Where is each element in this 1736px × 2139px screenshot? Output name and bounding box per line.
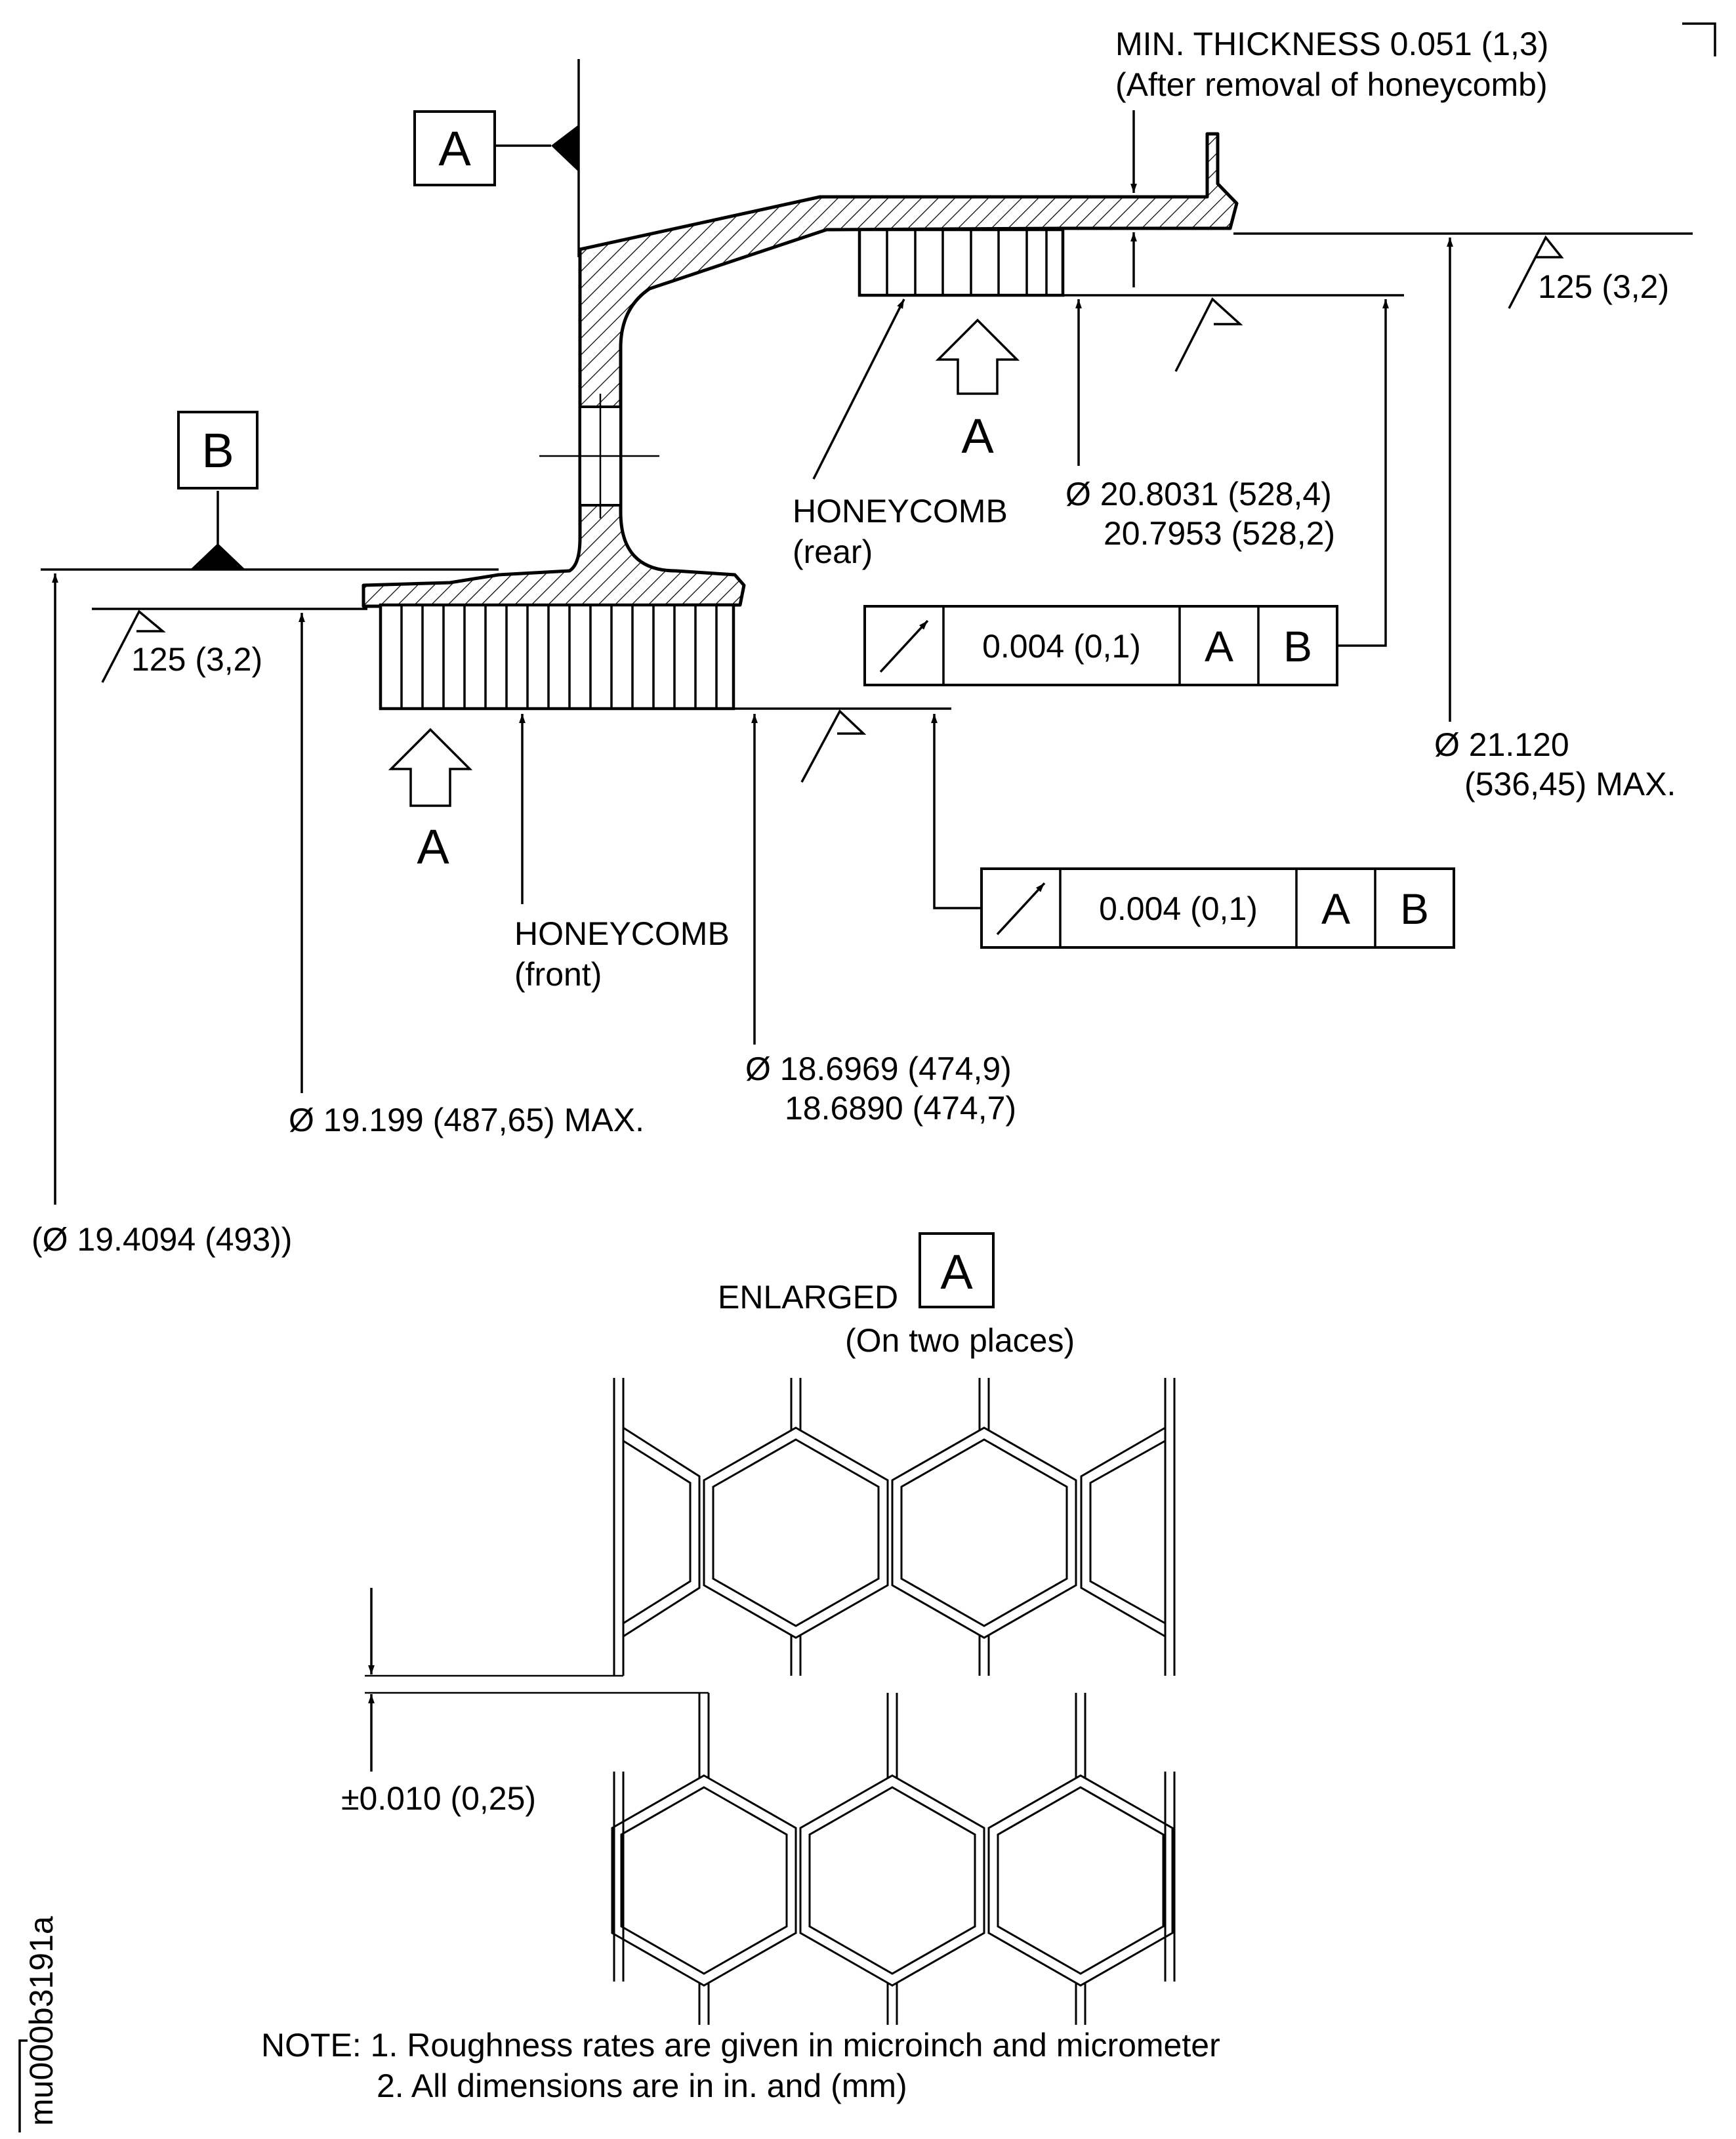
min-thickness-text-1: MIN. THICKNESS 0.051 (1,3) bbox=[1115, 26, 1548, 62]
corner-mark bbox=[1682, 22, 1716, 56]
datum-b-label: B bbox=[201, 423, 234, 478]
notes-block: NOTE: 1. Roughness rates are given in mi… bbox=[261, 2027, 1220, 2104]
offset-tolerance-dimension: ±0.010 (0,25) bbox=[341, 1588, 709, 1817]
dimension-rear-diameter: Ø 20.8031 (528,4) 20.7953 (528,2) bbox=[1065, 299, 1335, 552]
runout-rear-datum2: B bbox=[1283, 622, 1312, 671]
dimension-flange-diameter: Ø 19.199 (487,65) MAX. bbox=[289, 613, 644, 1138]
roughness-top-right-text: 125 (3,2) bbox=[1538, 268, 1669, 305]
roughness-symbol-top-right: 125 (3,2) bbox=[1508, 235, 1669, 309]
datum-b-box bbox=[177, 411, 258, 489]
figure-id: mu000b3191a bbox=[18, 1916, 60, 2132]
enlarged-box bbox=[919, 1232, 995, 1308]
honeycomb-front-text-2: (front) bbox=[514, 956, 602, 993]
view-arrow-a-rear: A bbox=[935, 318, 1020, 463]
honeycomb-rear-block bbox=[858, 228, 1065, 297]
runout-arrow-icon bbox=[996, 882, 1046, 936]
roughness-symbol-left: 125 (3,2) bbox=[101, 610, 262, 683]
dia-ref-text: (Ø 19.4094 (493)) bbox=[31, 1221, 292, 1258]
runout-frame-front: 0.004 (0,1) A B bbox=[931, 714, 1455, 949]
datum-a-label: A bbox=[438, 121, 471, 176]
min-thickness-text-2: (After removal of honeycomb) bbox=[1115, 66, 1548, 103]
datum-a-feature: A bbox=[413, 59, 580, 257]
honeycomb-rear-text-2: (rear) bbox=[793, 533, 873, 570]
dia-rear-text-1: Ø 20.8031 (528,4) bbox=[1065, 476, 1332, 512]
enlarged-view-title: ENLARGED A (On two places) bbox=[718, 1232, 1075, 1359]
roughness-left-text: 125 (3,2) bbox=[131, 641, 262, 678]
runout-frame-rear: 0.004 (0,1) A B bbox=[863, 299, 1389, 686]
dimension-reference-diameter: (Ø 19.4094 (493)) bbox=[31, 573, 292, 1258]
runout-rear-datum1: A bbox=[1205, 622, 1233, 671]
view-arrow-a-front-label: A bbox=[417, 820, 449, 874]
runout-front-datum1: A bbox=[1321, 884, 1350, 933]
dia-outer-text-1: Ø 21.120 bbox=[1434, 726, 1569, 763]
honeycomb-front-block bbox=[379, 603, 735, 711]
dia-front-text-2: 18.6890 (474,7) bbox=[785, 1090, 1016, 1127]
runout-arrow-icon bbox=[879, 619, 929, 673]
honeycomb-front-text-1: HONEYCOMB bbox=[514, 915, 730, 952]
view-arrow-a-rear-label: A bbox=[961, 409, 994, 463]
view-arrow-a-front: A bbox=[388, 728, 473, 874]
dia-outer-text-2: (536,45) MAX. bbox=[1464, 766, 1676, 802]
honeycomb-enlarged-detail bbox=[611, 1378, 1176, 2025]
dia-flange-text: Ø 19.199 (487,65) MAX. bbox=[289, 1102, 644, 1138]
dimension-outer-diameter: Ø 21.120 (536,45) MAX. bbox=[1434, 238, 1676, 802]
runout-rear-tolerance: 0.004 (0,1) bbox=[982, 628, 1141, 665]
roughness-symbol-rear bbox=[1174, 297, 1243, 372]
offset-tolerance-text: ±0.010 (0,25) bbox=[341, 1780, 536, 1817]
runout-front-datum2: B bbox=[1400, 884, 1429, 933]
datum-b-feature: B bbox=[41, 411, 499, 571]
dia-front-text-1: Ø 18.6969 (474,9) bbox=[745, 1050, 1012, 1087]
dimension-front-diameter: Ø 18.6969 (474,9) 18.6890 (474,7) bbox=[745, 714, 1016, 1127]
figure-id-text: mu000b3191a bbox=[23, 1916, 60, 2126]
honeycomb-front-callout: HONEYCOMB (front) bbox=[514, 714, 730, 993]
roughness-symbol-front bbox=[800, 709, 867, 783]
honeycomb-rear-text-1: HONEYCOMB bbox=[793, 493, 1008, 530]
runout-front-tolerance: 0.004 (0,1) bbox=[1099, 890, 1258, 927]
enlarged-box-label: A bbox=[940, 1245, 973, 1299]
enlarged-text: ENLARGED bbox=[718, 1279, 898, 1316]
min-thickness-callout: MIN. THICKNESS 0.051 (1,3) (After remova… bbox=[1115, 26, 1548, 287]
honeycomb-rear-callout: HONEYCOMB (rear) bbox=[793, 299, 1008, 570]
note-line-2: 2. All dimensions are in in. and (mm) bbox=[377, 2067, 907, 2104]
datum-a-box bbox=[413, 110, 496, 186]
enlarged-sub-text: (On two places) bbox=[845, 1322, 1075, 1359]
dia-rear-text-2: 20.7953 (528,2) bbox=[1104, 515, 1335, 552]
note-line-1: NOTE: 1. Roughness rates are given in mi… bbox=[261, 2027, 1220, 2064]
